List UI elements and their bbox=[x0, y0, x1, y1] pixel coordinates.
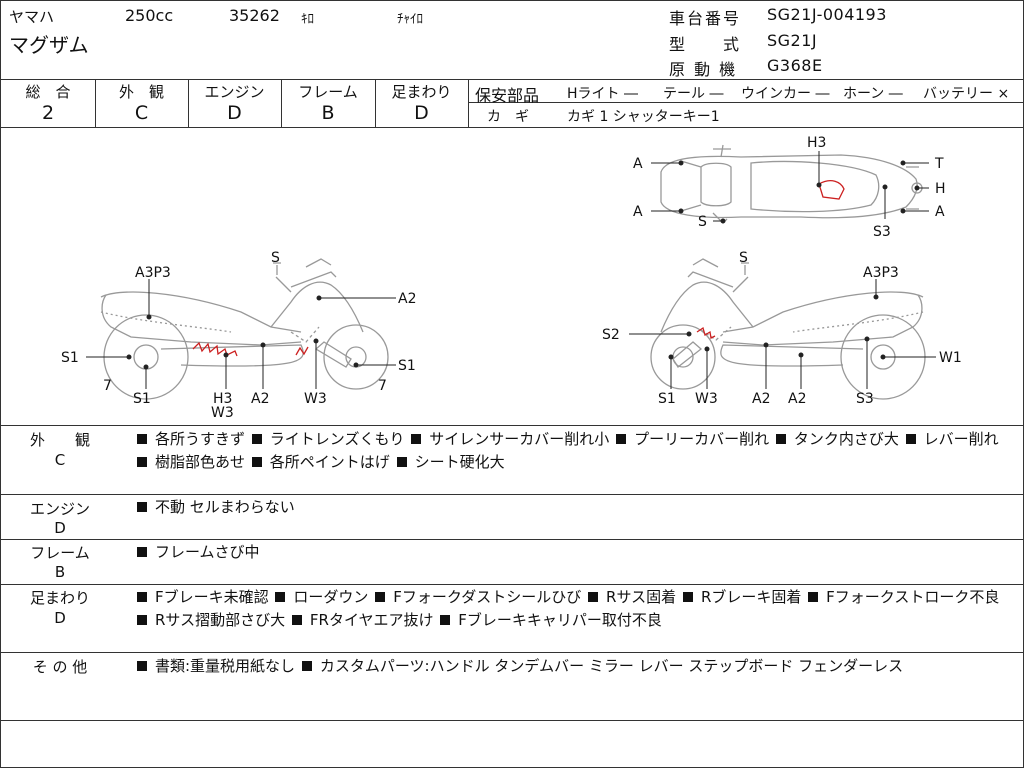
divider bbox=[1, 584, 1023, 585]
engine-value: G368E bbox=[767, 56, 823, 75]
grade-frame-value: B bbox=[321, 102, 335, 124]
divider bbox=[1, 494, 1023, 495]
section-grade: B bbox=[54, 563, 66, 581]
label-7: 7 bbox=[378, 378, 387, 394]
label-w3: W3 bbox=[304, 391, 327, 407]
section-label: フレーム bbox=[30, 544, 90, 562]
damage-diagram: A A S H3 T H A S3 S A3P3 A2 S1 7 S1 H3 W… bbox=[61, 135, 962, 421]
mileage-unit: ｷﾛ bbox=[301, 12, 314, 27]
divider bbox=[95, 79, 96, 127]
section-remarks: 書類:重量税用紙なし カスタムパーツ:ハンドル タンデムバー ミラー レバー ス… bbox=[135, 655, 1015, 678]
section-label: 外 観 bbox=[29, 431, 90, 449]
label-s1: S1 bbox=[658, 391, 676, 407]
label-s: S bbox=[698, 214, 707, 230]
label-a2: A2 bbox=[788, 391, 806, 407]
label-s2: S2 bbox=[602, 327, 620, 343]
mileage: 35262 bbox=[229, 6, 280, 25]
label-w3: W3 bbox=[695, 391, 718, 407]
key-value: カギ 1 シャッターキー1 bbox=[567, 109, 720, 125]
grade-suspension-value: D bbox=[414, 102, 429, 124]
diagram-labels: A A S H3 T H A S3 S A3P3 A2 S1 7 S1 H3 W… bbox=[61, 135, 962, 421]
divider bbox=[375, 79, 376, 127]
model-name: マグザム bbox=[9, 33, 89, 57]
frame-no-label: 車台番号 bbox=[669, 9, 742, 28]
divider bbox=[1, 127, 1023, 128]
divider bbox=[468, 102, 1023, 103]
label-h3: H3 bbox=[807, 135, 826, 151]
label-s1: S1 bbox=[61, 350, 79, 366]
section-label: 足まわり bbox=[29, 589, 90, 607]
divider bbox=[188, 79, 189, 127]
label-s3: S3 bbox=[856, 391, 874, 407]
damage-marks bbox=[192, 180, 845, 357]
label-s1: S1 bbox=[398, 358, 416, 374]
color: ﾁｬｲﾛ bbox=[397, 12, 423, 27]
label-a: A bbox=[633, 156, 643, 172]
label-h: H bbox=[935, 181, 946, 197]
label-a2: A2 bbox=[752, 391, 770, 407]
label-a2: A2 bbox=[251, 391, 269, 407]
label-a: A bbox=[935, 204, 945, 220]
grade-frame-label: フレーム bbox=[298, 83, 358, 101]
label-w3: W3 bbox=[211, 405, 234, 421]
section-remarks: フレームさび中 bbox=[135, 541, 1015, 564]
divider bbox=[1, 720, 1023, 721]
key-label: カ ギ bbox=[487, 109, 529, 125]
displacement: 250cc bbox=[125, 6, 174, 25]
label-s3: S3 bbox=[873, 224, 891, 240]
label-s: S bbox=[739, 250, 748, 266]
label-w1: W1 bbox=[939, 350, 962, 366]
grade-engine-value: D bbox=[227, 102, 242, 124]
divider bbox=[1, 539, 1023, 540]
label-a3p3: A3P3 bbox=[135, 265, 171, 281]
divider bbox=[1, 652, 1023, 653]
section-remarks: Fブレーキ未確認 ローダウン Fフォークダストシールひび Rサス固着 Rブレーキ… bbox=[135, 586, 1015, 632]
part-battery: バッテリー × bbox=[923, 86, 1010, 102]
section-grade: D bbox=[54, 519, 66, 537]
section-remarks: 各所うすきず ライトレンズくもり サイレンサーカバー削れ小 プーリーカバー削れ … bbox=[135, 428, 1015, 474]
grade-engine-label: エンジン bbox=[204, 83, 265, 101]
maker: ヤマハ bbox=[9, 8, 55, 26]
grade-suspension-label: 足まわり bbox=[391, 83, 452, 101]
label-a2: A2 bbox=[398, 291, 416, 307]
label-h3: H3 bbox=[213, 391, 232, 407]
grade-overall-label: 総 合 bbox=[25, 83, 71, 101]
part-winker: ウインカー ― bbox=[741, 86, 830, 102]
section-grade: C bbox=[54, 451, 66, 469]
grade-overall-value: 2 bbox=[41, 102, 55, 124]
part-horn: ホーン ― bbox=[843, 86, 903, 102]
label-7: 7 bbox=[103, 378, 112, 394]
frame-no: SG21J-004193 bbox=[767, 5, 887, 24]
part-tail: テール ― bbox=[663, 86, 724, 102]
grade-exterior-label: 外 観 bbox=[118, 83, 164, 101]
divider bbox=[1, 425, 1023, 426]
divider bbox=[468, 79, 469, 127]
label-s: S bbox=[271, 250, 280, 266]
section-grade: D bbox=[54, 609, 66, 627]
section-remarks: 不動 セルまわらない bbox=[135, 496, 1015, 519]
label-a: A bbox=[633, 204, 643, 220]
type-label: 型 式 bbox=[669, 35, 742, 54]
label-s1: S1 bbox=[133, 391, 151, 407]
part-headlight: Hライト ― bbox=[567, 86, 638, 102]
top-view-scooter bbox=[660, 144, 923, 224]
grade-exterior-value: C bbox=[134, 102, 149, 124]
safety-parts-label: 保安部品 bbox=[475, 86, 540, 105]
left-side-scooter bbox=[100, 258, 389, 400]
section-label: そ の 他 bbox=[32, 658, 88, 676]
divider bbox=[281, 79, 282, 127]
label-t: T bbox=[934, 156, 944, 172]
engine-label: 原 動 機 bbox=[669, 60, 738, 79]
section-label: エンジン bbox=[29, 500, 90, 518]
type-value: SG21J bbox=[767, 31, 818, 50]
divider bbox=[1, 79, 1023, 80]
label-a3p3: A3P3 bbox=[863, 265, 899, 281]
leader-lines bbox=[86, 151, 936, 389]
